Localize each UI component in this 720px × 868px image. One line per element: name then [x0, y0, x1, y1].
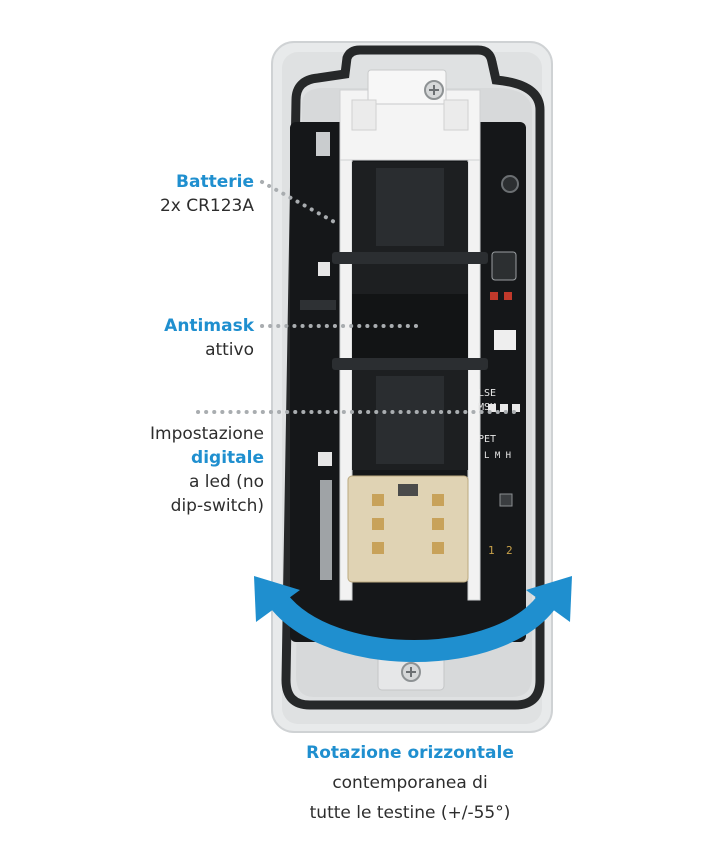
gasket [281, 45, 545, 710]
led-indicator [500, 404, 508, 412]
silkscreen-dip-1: 1 [488, 544, 495, 557]
right-led [504, 292, 512, 300]
frame-right-rail [467, 89, 481, 601]
impostazione-line3: dip-switch) [170, 496, 264, 516]
select-button [499, 493, 513, 507]
left-component [318, 262, 330, 276]
callout-batterie: Batterie 2x CR123A [100, 170, 254, 218]
left-component [300, 300, 336, 310]
drum-band [332, 252, 488, 264]
rotazione-title: Rotazione orizzontale [306, 743, 514, 763]
rotazione-line1: contemporanea di [332, 773, 488, 793]
left-connector [320, 480, 332, 580]
right-white-connector [494, 330, 516, 350]
microwave-patch [372, 542, 384, 554]
impostazione-line2: a led (no [188, 472, 264, 492]
sensor-board [352, 294, 468, 358]
drum-band [332, 358, 488, 370]
antimask-status: attivo [205, 340, 254, 360]
microwave-patch [372, 518, 384, 530]
rotation-arrowhead-left-icon [254, 576, 300, 622]
rotazione-line2: tutte le testine (+/-55°) [309, 803, 511, 823]
callout-antimask: Antimask attivo [100, 314, 254, 362]
rotation-arrowhead-right-icon [526, 576, 572, 622]
impostazione-line1: Impostazione [150, 424, 264, 444]
batterie-title: Batterie [176, 172, 254, 192]
silkscreen-lmh: L M H [484, 451, 511, 461]
left-component [318, 452, 332, 466]
microwave-chip [398, 484, 418, 496]
lens-drum-upper-center [376, 168, 444, 246]
microwave-patch [432, 542, 444, 554]
antimask-title: Antimask [164, 316, 254, 336]
microwave-patch [432, 494, 444, 506]
frame-tab [443, 99, 469, 131]
silkscreen-dip-2: 2 [506, 544, 513, 557]
silkscreen-pulse: LSE [478, 388, 496, 399]
silkscreen-mask: MSK [478, 402, 496, 413]
rotation-arrow-icon [269, 592, 557, 662]
tamper-icon [501, 175, 519, 193]
microwave-patch [372, 494, 384, 506]
microwave-patch [432, 518, 444, 530]
right-led [490, 292, 498, 300]
led-indicator [488, 404, 496, 412]
lens-drum-lower-center [376, 376, 444, 464]
silkscreen-pet: PET [478, 434, 496, 445]
lens-drum-middle [352, 264, 468, 294]
left-component [316, 132, 330, 156]
leader-batterie [260, 180, 340, 226]
right-connector [491, 251, 517, 281]
caption-rotazione: Rotazione orizzontale contemporanea di t… [250, 738, 570, 828]
led-indicator [512, 404, 520, 412]
batterie-spec: 2x CR123A [159, 196, 254, 216]
impostazione-title: digitale [191, 448, 264, 468]
callout-impostazione: Impostazione digitale a led (no dip-swit… [60, 422, 264, 518]
frame-tab [351, 99, 377, 131]
